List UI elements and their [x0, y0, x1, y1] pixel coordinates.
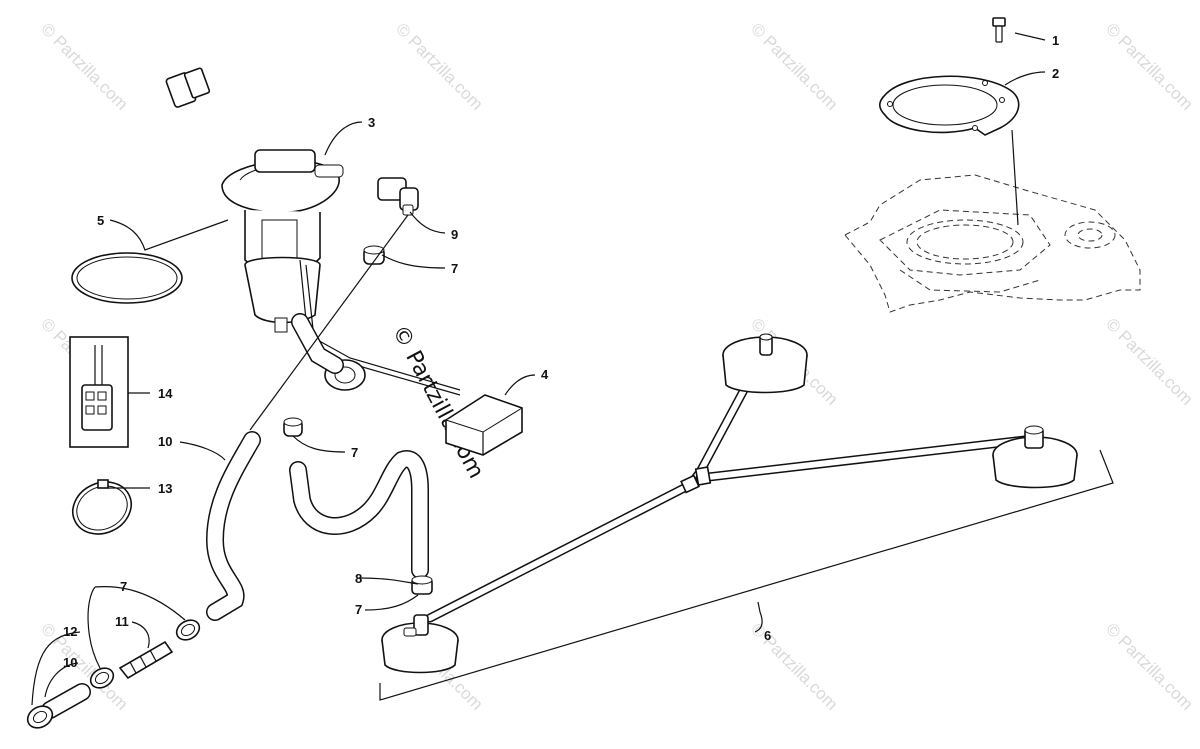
- callout-number: 2: [1052, 66, 1059, 81]
- o-ring-part: [71, 252, 183, 304]
- callout-number: 5: [97, 213, 104, 228]
- callout-number: 8: [355, 571, 362, 586]
- clamp-part: [26, 705, 54, 729]
- callout-number: 7: [355, 602, 362, 617]
- vent-tube-assembly: [379, 333, 1114, 701]
- short-hose-part: [41, 683, 91, 719]
- watermark-text: © Partzilla.com: [37, 19, 131, 113]
- callout-leaders: [31, 32, 1046, 706]
- fuel-level-float-part: [445, 394, 523, 456]
- hose-clamp-part: [283, 417, 303, 437]
- flange-ring-part: [878, 75, 1020, 136]
- elbow-connector-part: [377, 177, 419, 216]
- watermark-text: © Partzilla.com: [747, 19, 841, 113]
- callout-number: 7: [451, 261, 458, 276]
- leader-line: [1011, 129, 1019, 226]
- watermark-text: © Partzilla.com: [1102, 619, 1196, 713]
- hose-clamp-part: [89, 667, 115, 689]
- callout-number: 6: [764, 628, 771, 643]
- callout-number: 11: [115, 614, 129, 629]
- watermark-text: © Partzilla.com: [1102, 314, 1196, 408]
- callout-labels: 1 2 3 4 5 6 7 7 7 7 8 9 10 10 11 12 13 1…: [63, 33, 1059, 670]
- hose-fitting-part: [118, 640, 174, 680]
- callout-number: 3: [368, 115, 375, 130]
- callout-number: 9: [451, 227, 458, 242]
- fuel-hose-part: [289, 450, 429, 579]
- fuel-line: [249, 214, 409, 431]
- hose-clamp-part: [363, 245, 385, 265]
- callout-number: 4: [541, 367, 549, 382]
- callout-number: 10: [63, 655, 77, 670]
- connector-kit-part: [69, 336, 129, 448]
- fuel-pump-assembly: [165, 67, 461, 396]
- bolt-part: [992, 17, 1006, 43]
- fuel-tank-outline: [844, 174, 1141, 313]
- callout-number: 14: [158, 386, 173, 401]
- callout-number: 13: [158, 481, 172, 496]
- watermark-text: © Partzilla.com: [1102, 19, 1196, 113]
- hose-clamp-part: [175, 619, 201, 641]
- band-clamp-part: [72, 479, 132, 535]
- watermark-text: © Partzilla.com: [747, 619, 841, 713]
- callout-number: 7: [120, 579, 127, 594]
- watermark-text: © Partzilla.com: [392, 19, 486, 113]
- hose-clamp-part: [411, 575, 433, 595]
- callout-number: 1: [1052, 33, 1059, 48]
- callout-number: 12: [63, 624, 77, 639]
- callout-number: 10: [158, 434, 172, 449]
- callout-number: 7: [351, 445, 358, 460]
- fuel-hose-part: [205, 431, 261, 621]
